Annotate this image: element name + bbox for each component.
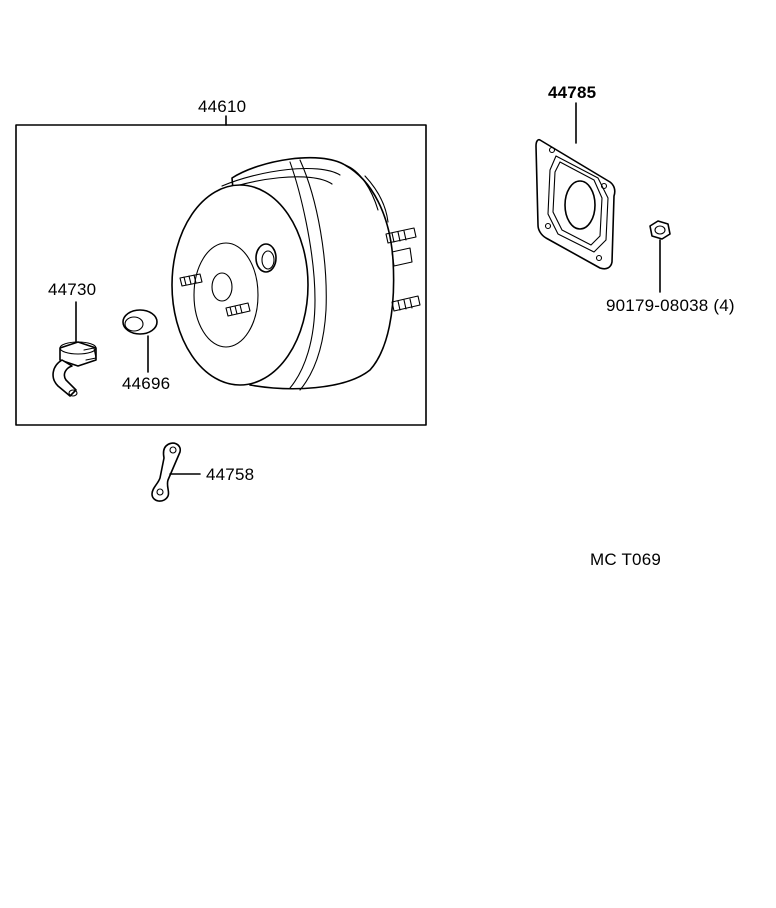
bracket-drawing (151, 442, 201, 502)
grommet-drawing (122, 309, 158, 373)
booster-assembly-frame (15, 115, 427, 426)
nut-drawing (649, 220, 671, 293)
part-number-grommet: 44696 (122, 374, 171, 393)
part-number-booster: 44610 (198, 97, 247, 116)
part-number-gasket: 44785 (548, 83, 597, 102)
brake-booster-drawing (171, 156, 421, 391)
diagram-code: MC T069 (590, 550, 662, 569)
part-number-nut: 90179-08038 (4) (606, 296, 735, 315)
part-number-bracket: 44758 (206, 465, 255, 484)
gasket-drawing (535, 102, 616, 270)
check-valve-drawing (52, 301, 97, 397)
part-number-check-valve: 44730 (48, 280, 97, 299)
